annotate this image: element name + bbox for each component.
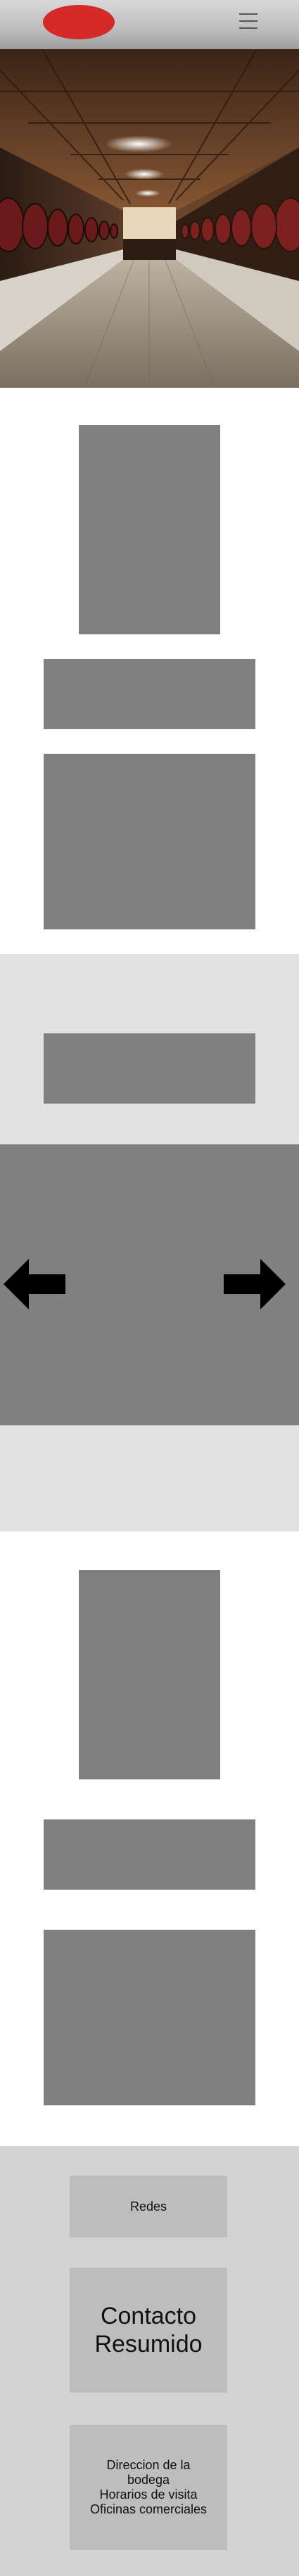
content-image-placeholder <box>79 425 220 634</box>
hero-image <box>0 49 299 388</box>
header-bar <box>0 0 299 49</box>
content-text-placeholder <box>44 659 255 729</box>
carousel-title-placeholder <box>44 1033 255 1104</box>
social-label: Redes <box>129 2199 167 2214</box>
info-address: Direccion de la bodega <box>106 2458 191 2487</box>
logo[interactable] <box>43 5 115 39</box>
hamburger-menu-icon[interactable] <box>239 11 257 32</box>
carousel-slide[interactable] <box>0 1144 299 1425</box>
contact-summary-box: Contacto Resumido <box>70 2268 227 2393</box>
wine-cellar-photo <box>0 49 299 388</box>
contact-title: Contacto Resumido <box>94 2303 203 2358</box>
footer: Redes Contacto Resumido Direccion de la … <box>0 2146 299 2576</box>
arrow-right-icon[interactable] <box>224 1259 286 1309</box>
info-offices: Oficinas comerciales <box>89 2502 208 2516</box>
content-image-placeholder-2 <box>79 1570 220 1779</box>
arrow-left-icon[interactable] <box>4 1259 65 1309</box>
social-links-box[interactable]: Redes <box>70 2176 227 2237</box>
info-box: Direccion de la bodega Horarios de visit… <box>70 2425 227 2550</box>
carousel-section <box>0 954 299 1531</box>
content-media-placeholder-2 <box>44 1930 255 2105</box>
content-text-placeholder-2 <box>44 1819 255 1890</box>
info-hours: Horarios de visita <box>99 2487 198 2502</box>
content-media-placeholder <box>44 754 255 929</box>
